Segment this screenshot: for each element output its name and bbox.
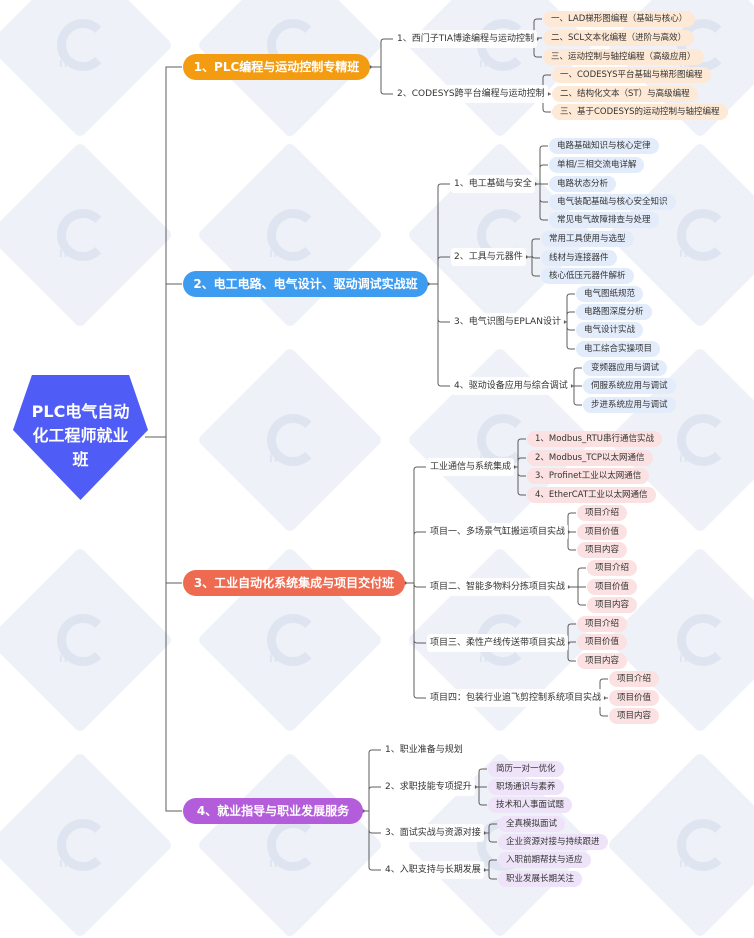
section-4-node[interactable]: 4、就业指导与职业发展服务 (183, 798, 363, 824)
s3-g4-item-2[interactable]: 项目价值 (577, 634, 628, 650)
connector (599, 698, 608, 717)
s3-group-5[interactable]: 项目四：包装行业追飞剪控制系统项目实战 (427, 689, 605, 707)
s4-g4-item-2[interactable]: 职业发展长期关注 (498, 871, 583, 887)
section-2-node[interactable]: 2、电工电路、电气设计、驱动调试实战班 (183, 271, 428, 297)
s2-g3-item-3[interactable]: 电气设计实战 (576, 322, 644, 338)
s2-g2-item-3[interactable]: 核心低压元器件解析 (541, 268, 634, 284)
root-node[interactable]: PLC电气自动化工程师就业班 (13, 375, 148, 500)
s2-g1-item-5[interactable]: 常见电气故障排查与处理 (549, 212, 659, 228)
s4-group-1[interactable]: 1、职业准备与规划 (382, 741, 466, 759)
s2-g2-item-2[interactable]: 线材与连接器件 (541, 250, 617, 266)
mindmap: PLC电气自动化工程师就业班 1、PLC编程与运动控制专精班 1、西门子TIA博… (13, 11, 728, 887)
s2-g2-item-1[interactable]: 常用工具使用与选型 (541, 231, 634, 247)
s2-g3-item-2[interactable]: 电路图深度分析 (576, 304, 652, 320)
s3-group-4[interactable]: 项目三、柔性产线传送带项目实战 (427, 634, 569, 652)
s4-group-3[interactable]: 3、面试实战与资源对接 (382, 824, 484, 842)
s1-g2-item-3[interactable]: 三、基于CODESYS的运动控制与轴控编程 (552, 104, 728, 120)
s4-group-4[interactable]: 4、入职支持与长期发展 (382, 861, 484, 879)
s3-g1-item-1[interactable]: 1、Modbus_RTU串行通信实战 (527, 431, 663, 447)
s4-group-2[interactable]: 2、求职技能专项提升 (382, 778, 475, 796)
s1-group-1[interactable]: 1、西门子TIA博途编程与运动控制 (394, 30, 538, 48)
s2-group-1[interactable]: 1、电工基础与安全 (451, 175, 535, 193)
s3-group-1[interactable]: 工业通信与系统集成 (427, 458, 515, 476)
s3-g5-item-1[interactable]: 项目介绍 (609, 671, 660, 687)
s3-g3-item-2[interactable]: 项目价值 (587, 579, 638, 595)
section-1-node[interactable]: 1、PLC编程与运动控制专精班 (183, 54, 370, 80)
s2-g1-item-1[interactable]: 电路基础知识与核心定律 (549, 138, 659, 154)
s3-g5-item-2[interactable]: 项目价值 (609, 690, 660, 706)
s4-g2-item-2[interactable]: 职场通识与素养 (488, 779, 564, 795)
s3-g1-item-3[interactable]: 3、Profinet工业以太网通信 (527, 468, 650, 484)
s2-group-4[interactable]: 4、驱动设备应用与综合调试 (451, 377, 571, 395)
s2-g3-item-1[interactable]: 电气图纸规范 (576, 286, 644, 302)
s1-g1-item-3[interactable]: 三、运动控制与轴控编程（高级应用） (543, 49, 704, 65)
s3-g2-item-3[interactable]: 项目内容 (577, 542, 628, 558)
s2-g4-item-2[interactable]: 伺服系统应用与调试 (583, 378, 676, 394)
s2-g1-item-2[interactable]: 单相/三相交流电详解 (549, 157, 645, 173)
s4-g2-item-1[interactable]: 简历一对一优化 (488, 761, 564, 777)
s1-g2-item-2[interactable]: 二、结构化文本（ST）与高级编程 (552, 86, 698, 102)
s1-group-2[interactable]: 2、CODESYS跨平台编程与运动控制 (394, 85, 548, 103)
connector (599, 678, 608, 698)
s3-g2-item-1[interactable]: 项目介绍 (577, 505, 628, 521)
s2-g3-item-4[interactable]: 电工综合实操项目 (576, 341, 661, 357)
s2-g1-item-4[interactable]: 电气装配基础与核心安全知识 (549, 194, 676, 210)
s3-g4-item-3[interactable]: 项目内容 (577, 653, 628, 669)
s3-g5-item-3[interactable]: 项目内容 (609, 708, 660, 724)
s3-g3-item-3[interactable]: 项目内容 (587, 597, 638, 613)
section-3-node[interactable]: 3、工业自动化系统集成与项目交付班 (183, 570, 405, 596)
s1-g1-item-1[interactable]: 一、LAD梯形图编程（基础与核心） (543, 11, 696, 27)
s2-group-2[interactable]: 2、工具与元器件 (451, 248, 526, 266)
s2-g4-item-1[interactable]: 变频器应用与调试 (583, 360, 668, 376)
s3-group-3[interactable]: 项目二、智能多物料分拣项目实战 (427, 578, 569, 596)
s3-g1-item-4[interactable]: 4、EtherCAT工业以太网通信 (527, 487, 656, 503)
s3-g3-item-1[interactable]: 项目介绍 (587, 560, 638, 576)
s3-g2-item-2[interactable]: 项目价值 (577, 524, 628, 540)
s3-g4-item-1[interactable]: 项目介绍 (577, 616, 628, 632)
s2-g1-item-3[interactable]: 电路状态分析 (549, 176, 617, 192)
s1-g2-item-1[interactable]: 一、CODESYS平台基础与梯形图编程 (552, 67, 711, 83)
root-title: PLC电气自动化工程师就业班 (31, 402, 130, 469)
s3-group-2[interactable]: 项目一、多场景气缸搬运项目实战 (427, 523, 569, 541)
s1-g1-item-2[interactable]: 二、SCL文本化编程（进阶与高效） (543, 30, 695, 46)
s2-group-3[interactable]: 3、电气识图与EPLAN设计 (451, 313, 564, 331)
s4-g3-item-1[interactable]: 全真模拟面试 (498, 816, 566, 832)
s4-g4-item-1[interactable]: 入职前期帮扶与适应 (498, 852, 591, 868)
s2-g4-item-3[interactable]: 步进系统应用与调试 (583, 397, 676, 413)
s4-g3-item-2[interactable]: 企业资源对接与持续跟进 (498, 834, 608, 850)
s4-g2-item-3[interactable]: 技术和人事面试题 (488, 797, 573, 813)
s3-g1-item-2[interactable]: 2、Modbus_TCP以太网通信 (527, 450, 653, 466)
